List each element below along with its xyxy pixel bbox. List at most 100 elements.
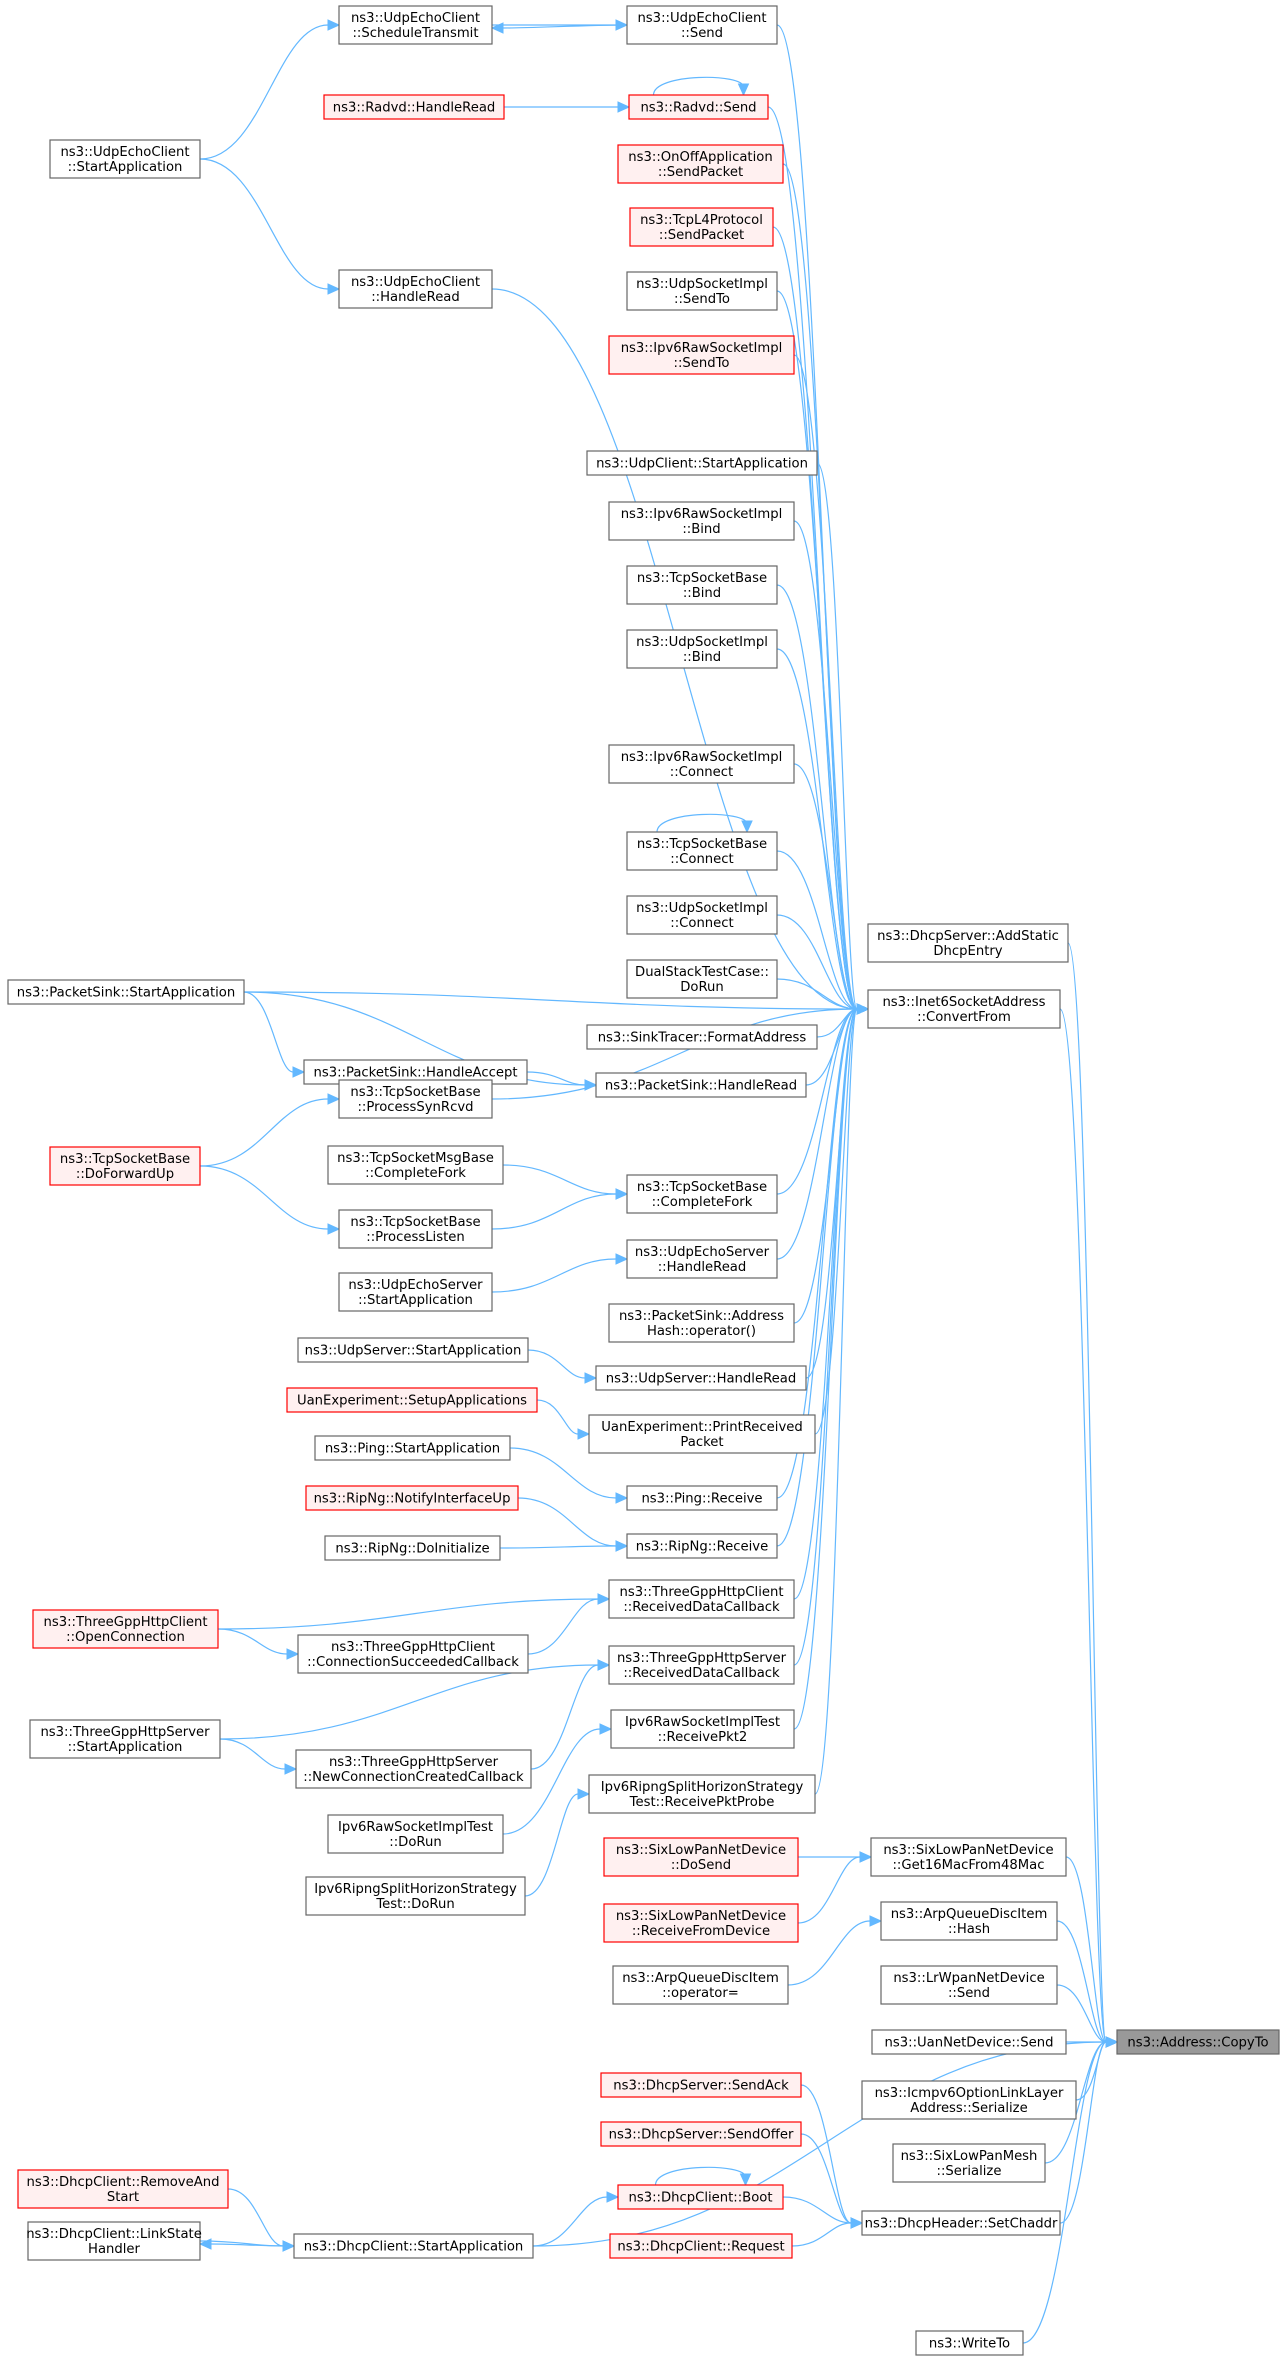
edge-arrowhead: [327, 19, 341, 31]
edge-line: [199, 158, 329, 290]
edge-arrowhead: [599, 1723, 613, 1735]
node-label: ::NewConnectionCreatedCallback: [303, 1770, 524, 1785]
node-ipv6raw_sendto[interactable]: ns3::Ipv6RawSocketImpl::SendTo: [608, 335, 795, 375]
node-arpq_op[interactable]: ns3::ArpQueueDiscItem::operator=: [612, 1965, 789, 2005]
node-box: [586, 1024, 818, 1050]
node-udpserver_start[interactable]: ns3::UdpServer::StartApplication: [297, 1337, 529, 1363]
node-udpes_hread[interactable]: ns3::UdpEchoServer::HandleRead: [626, 1239, 778, 1279]
node-icmpv6_ser[interactable]: ns3::Icmpv6OptionLinkLayerAddress::Seria…: [861, 2080, 1077, 2120]
node-dhcpserver_sendoffer[interactable]: ns3::DhcpServer::SendOffer: [600, 2121, 802, 2147]
node-ipv6rawtest_dorun[interactable]: Ipv6RawSocketImplTest::DoRun: [327, 1814, 504, 1854]
node-udpserver_hread[interactable]: ns3::UdpServer::HandleRead: [595, 1365, 807, 1391]
node-ipv6rawtest_rpkt2[interactable]: Ipv6RawSocketImplTest::ReceivePkt2: [610, 1709, 795, 1749]
edge-line: [787, 1920, 871, 1986]
node-label: ns3::UdpSocketImpl: [636, 901, 768, 916]
node-sixlowmesh_ser[interactable]: ns3::SixLowPanMesh::Serialize: [892, 2143, 1046, 2183]
node-ripng_doinit[interactable]: ns3::RipNg::DoInitialize: [324, 1535, 501, 1561]
node-dhcpheader_setchaddr[interactable]: ns3::DhcpHeader::SetChaddr: [861, 2210, 1061, 2236]
node-sixlow_recv[interactable]: ns3::SixLowPanNetDevice::ReceiveFromDevi…: [603, 1903, 799, 1943]
node-udpsi_bind[interactable]: ns3::UdpSocketImpl::Bind: [626, 629, 778, 669]
node-dhcpclient_boot[interactable]: ns3::DhcpClient::Boot: [617, 2184, 784, 2210]
node-ipv6raw_bind[interactable]: ns3::Ipv6RawSocketImpl::Bind: [608, 501, 795, 541]
node-ripng_notify[interactable]: ns3::RipNg::NotifyInterfaceUp: [305, 1485, 519, 1511]
node-udpsi_sendto[interactable]: ns3::UdpSocketImpl::SendTo: [626, 271, 778, 311]
node-sinktracer[interactable]: ns3::SinkTracer::FormatAddress: [586, 1024, 818, 1050]
node-onoff[interactable]: ns3::OnOffApplication::SendPacket: [617, 144, 784, 184]
node-dualstack[interactable]: DualStackTestCase::DoRun: [626, 959, 778, 999]
node-tcpsb_bind[interactable]: ns3::TcpSocketBase::Bind: [626, 565, 778, 605]
node-packetsink_start[interactable]: ns3::PacketSink::StartApplication: [7, 979, 245, 1005]
node-ipv6ripng_rpkt[interactable]: Ipv6RipngSplitHorizonStrategyTest::Recei…: [588, 1774, 816, 1814]
node-label: ::SendTo: [674, 356, 730, 371]
node-tcpsb_connect[interactable]: ns3::TcpSocketBase::Connect: [626, 831, 778, 871]
node-sixlow_get16[interactable]: ns3::SixLowPanNetDevice::Get16MacFrom48M…: [870, 1837, 1067, 1877]
node-uannet_send[interactable]: ns3::UanNetDevice::Send: [871, 2029, 1067, 2055]
node-box: [608, 1303, 795, 1343]
node-tcpl4[interactable]: ns3::TcpL4Protocol::SendPacket: [629, 207, 774, 247]
edge-line: [776, 978, 858, 1010]
node-box: [32, 1609, 219, 1649]
edge-line: [1067, 942, 1107, 2043]
node-dhcpclient_start[interactable]: ns3::DhcpClient::StartApplication: [293, 2233, 534, 2259]
node-ping_receive[interactable]: ns3::Ping::Receive: [626, 1485, 778, 1511]
node-udpec_hread[interactable]: ns3::UdpEchoClient::HandleRead: [338, 269, 493, 309]
edge-ripng_doinit-to-ripng_receive: [499, 1540, 629, 1552]
node-tghs_rdc[interactable]: ns3::ThreeGppHttpServer::ReceivedDataCal…: [608, 1645, 795, 1685]
node-tghs_start[interactable]: ns3::ThreeGppHttpServer::StartApplicatio…: [29, 1719, 221, 1759]
node-tghc_rdc[interactable]: ns3::ThreeGppHttpClient::ReceivedDataCal…: [608, 1579, 795, 1619]
node-tghc_csc[interactable]: ns3::ThreeGppHttpClient::ConnectionSucce…: [297, 1634, 529, 1674]
edge-line: [243, 991, 858, 1010]
node-writeto[interactable]: ns3::WriteTo: [915, 2330, 1024, 2356]
node-tcpsb_completefork[interactable]: ns3::TcpSocketBase::CompleteFork: [626, 1174, 778, 1214]
node-radvd_send[interactable]: ns3::Radvd::Send: [628, 94, 769, 120]
edge-line: [243, 991, 294, 1073]
node-copyto[interactable]: ns3::Address::CopyTo: [1116, 2029, 1280, 2055]
edge-arrowhead: [869, 1915, 883, 1927]
node-udpsi_connect[interactable]: ns3::UdpSocketImpl::Connect: [626, 895, 778, 935]
node-udpclient_start[interactable]: ns3::UdpClient::StartApplication: [586, 450, 818, 476]
edge-line: [793, 763, 858, 1010]
node-dhcpserver_sendack[interactable]: ns3::DhcpServer::SendAck: [600, 2072, 802, 2098]
node-tcpsb_synrcvd[interactable]: ns3::TcpSocketBase::ProcessSynRcvd: [338, 1079, 493, 1119]
node-udpec_start[interactable]: ns3::UdpEchoClient::StartApplication: [49, 139, 201, 179]
edge-arrowhead: [597, 1593, 611, 1605]
node-tghs_ncc[interactable]: ns3::ThreeGppHttpServer::NewConnectionCr…: [295, 1749, 532, 1789]
node-ipv6raw_connect[interactable]: ns3::Ipv6RawSocketImpl::Connect: [608, 744, 795, 784]
edge-udpserver_start-to-udpserver_hread: [527, 1349, 598, 1384]
node-label: ns3::UdpEchoClient: [60, 145, 189, 160]
node-box: [27, 2221, 201, 2261]
edge-arrowhead: [850, 2217, 864, 2229]
node-udpes_start[interactable]: ns3::UdpEchoServer::StartApplication: [338, 1272, 493, 1312]
node-label: ns3::Icmpv6OptionLinkLayer: [875, 2086, 1064, 2101]
node-dhcpclient_request[interactable]: ns3::DhcpClient::Request: [609, 2233, 793, 2259]
node-tcpmsg_completefork[interactable]: ns3::TcpSocketMsgBase::CompleteFork: [327, 1145, 504, 1185]
node-packetsink_hread[interactable]: ns3::PacketSink::HandleRead: [595, 1072, 807, 1098]
node-ping_start[interactable]: ns3::Ping::StartApplication: [314, 1435, 511, 1461]
node-lrwpan_send[interactable]: ns3::LrWpanNetDevice::Send: [880, 1965, 1058, 2005]
node-box: [338, 1079, 493, 1119]
node-box: [608, 501, 795, 541]
node-inet6_convert[interactable]: ns3::Inet6SocketAddress::ConvertFrom: [867, 989, 1061, 1029]
node-udpec_sched[interactable]: ns3::UdpEchoClient::ScheduleTransmit: [338, 5, 493, 45]
node-label: ::HandleRead: [371, 290, 460, 305]
node-sixlow_dosend[interactable]: ns3::SixLowPanNetDevice::DoSend: [603, 1837, 799, 1877]
node-arpq_hash[interactable]: ns3::ArpQueueDiscItem::Hash: [880, 1901, 1058, 1941]
node-tcpsb_listen[interactable]: ns3::TcpSocketBase::ProcessListen: [338, 1209, 493, 1249]
node-ripng_receive[interactable]: ns3::RipNg::Receive: [626, 1533, 778, 1559]
edge-tghc_csc-to-tghc_rdc: [527, 1593, 611, 1655]
node-radvd_hread[interactable]: ns3::Radvd::HandleRead: [323, 94, 505, 120]
node-box: [600, 2072, 802, 2098]
node-uan_setup[interactable]: UanExperiment::SetupApplications: [286, 1387, 538, 1413]
node-tcpsb_forwardup[interactable]: ns3::TcpSocketBase::DoForwardUp: [49, 1146, 201, 1186]
node-udpec_send[interactable]: ns3::UdpEchoClient::Send: [626, 5, 778, 45]
node-label: DualStackTestCase::: [635, 965, 769, 980]
node-tghc_open[interactable]: ns3::ThreeGppHttpClient::OpenConnection: [32, 1609, 219, 1649]
node-label: ns3::ArpQueueDiscItem: [891, 1907, 1048, 1922]
node-box: [1116, 2029, 1280, 2055]
